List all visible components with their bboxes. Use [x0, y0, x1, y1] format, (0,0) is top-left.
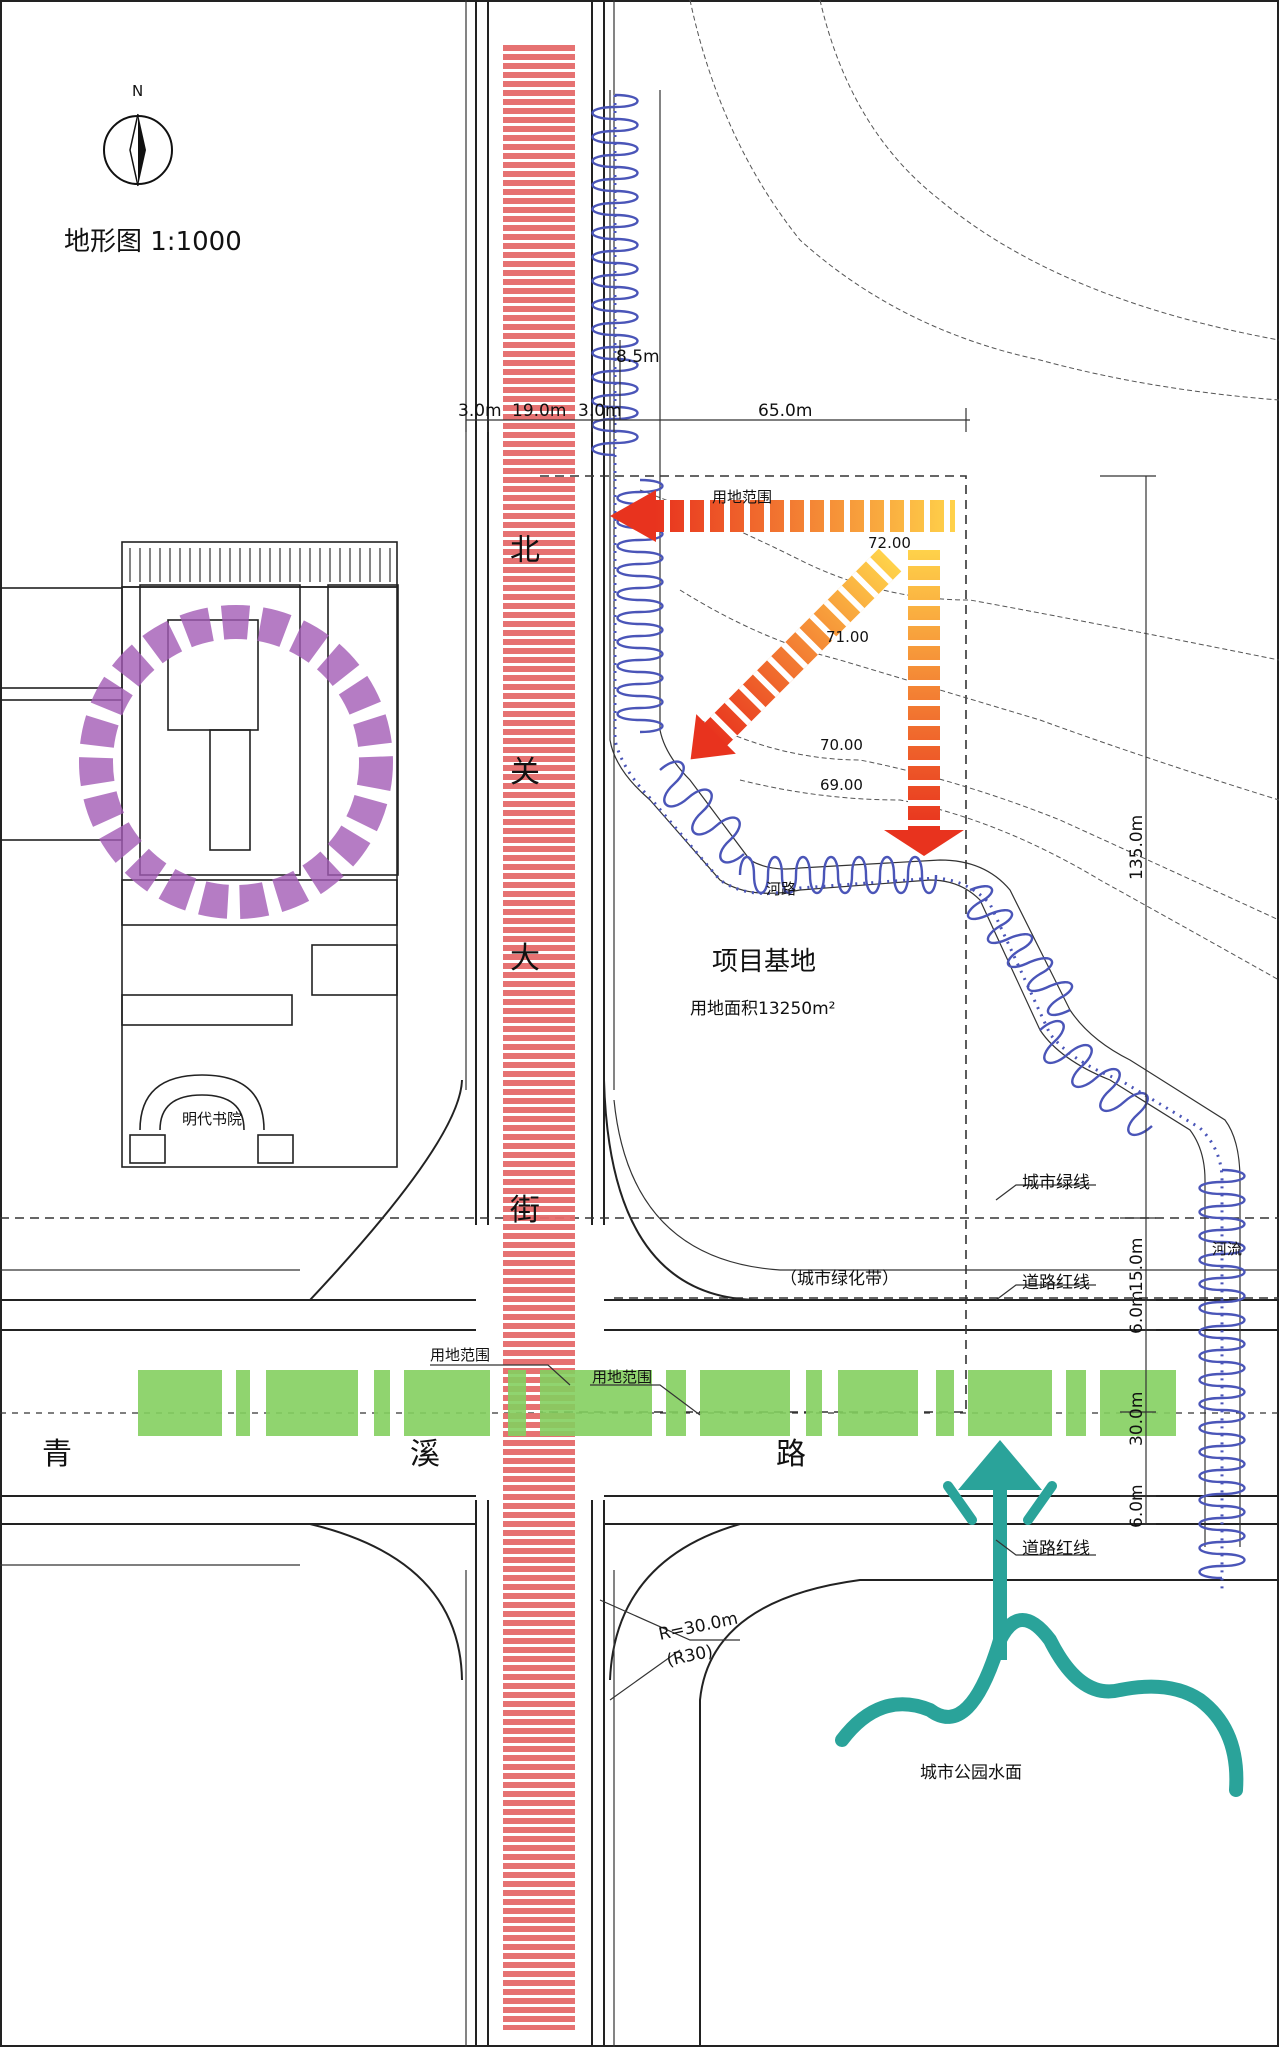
river-label-east: 河流	[1212, 1240, 1242, 1258]
qingxi-road-axis	[138, 1370, 1176, 1436]
road-red-line-label-south: 道路红线	[1022, 1539, 1090, 1559]
water-flow-icon	[835, 1440, 1244, 1797]
north-street-char-3: 大	[510, 941, 540, 976]
north-arrow-icon	[103, 113, 173, 187]
old-building-label: 明代书院	[182, 1110, 242, 1128]
north-label: N	[132, 82, 143, 100]
north-street-char-2: 关	[510, 755, 540, 790]
qingxi-char-1: 青	[42, 1437, 72, 1472]
north-street-char-4: 街	[510, 1193, 540, 1228]
boundary-label-left: 用地范围	[430, 1346, 490, 1364]
dim-135-0: 135.0m	[1127, 815, 1147, 880]
boundary-label-road: 用地范围	[592, 1368, 652, 1386]
slope-arrow-west	[610, 490, 955, 542]
qingxi-char-2: 溪	[410, 1437, 440, 1472]
dim-19-0: 19.0m	[512, 401, 566, 421]
contours	[639, 0, 1279, 981]
north-street-char-1: 北	[510, 533, 540, 568]
heritage-compound: 明代书院	[0, 541, 399, 1168]
dim-30-0: 30.0m	[1127, 1392, 1147, 1446]
city-green-line-label: 城市绿线	[1022, 1173, 1090, 1193]
dim-3-0-east: 3.0m	[578, 401, 622, 421]
river-coils	[591, 93, 1246, 1580]
city-green-belt-label: （城市绿化带）	[780, 1269, 899, 1289]
site-area: 用地面积13250m²	[690, 999, 835, 1019]
elevation-72: 72.00	[868, 534, 911, 552]
dim-8-5: 8.5m	[616, 347, 660, 367]
dim-15-0: 15.0m	[1127, 1238, 1147, 1292]
river-channel	[609, 90, 1241, 1547]
dim-65-0: 65.0m	[758, 401, 812, 421]
qingxi-char-3: 路	[776, 1437, 806, 1472]
dimension-lines	[465, 340, 1156, 1701]
elevation-69: 69.00	[820, 776, 863, 794]
boundary-label-top: 用地范围	[712, 488, 772, 506]
slope-arrows	[610, 490, 964, 856]
dim-3-0-west: 3.0m	[458, 401, 502, 421]
map-title: 地形图 1:1000	[64, 227, 242, 257]
heritage-focus-icon	[79, 605, 393, 919]
road-red-line-label-north: 道路红线	[1022, 1273, 1090, 1293]
elevation-70: 70.00	[820, 736, 863, 754]
elevation-71: 71.00	[826, 628, 869, 646]
river-label: 河路	[766, 880, 796, 898]
leader-lines	[430, 1184, 1096, 1556]
park-water-label: 城市公园水面	[920, 1763, 1022, 1783]
slope-arrow-southwest	[690, 548, 902, 760]
dim-6-0-north: 6.0m	[1127, 1290, 1147, 1334]
dim-6-0-south: 6.0m	[1127, 1484, 1147, 1528]
site-name: 项目基地	[712, 947, 816, 977]
slope-arrow-south	[884, 550, 964, 856]
north-street-axis	[503, 45, 575, 2030]
